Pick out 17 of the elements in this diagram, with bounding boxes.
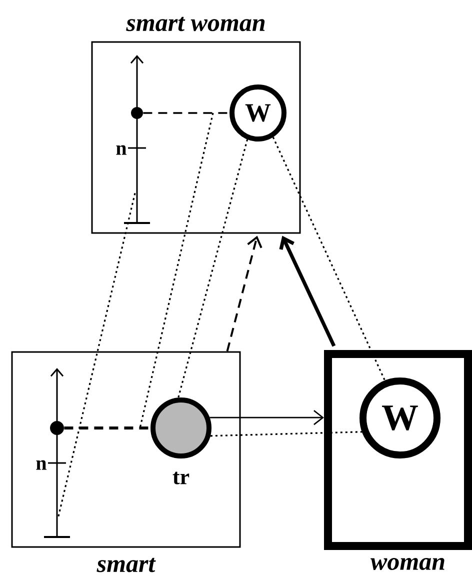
axis-label: n [116, 145, 126, 155]
dashed-arrow [226, 236, 262, 352]
panel-title: woman [370, 558, 444, 570]
axis-label: n [36, 460, 46, 470]
panel-title: smart [96, 558, 156, 572]
point-dot [50, 421, 64, 435]
dotted-line [178, 139, 248, 398]
arrow [210, 410, 324, 426]
dashed-line [64, 426, 150, 430]
panel-title: smart woman [126, 16, 265, 32]
circle-label: tr [172, 472, 190, 484]
point-dot [131, 107, 143, 119]
dashed-line [143, 112, 230, 114]
arrow [279, 236, 336, 347]
dotted-line [272, 136, 386, 381]
dotted-line [210, 431, 362, 437]
dotted-line [57, 193, 136, 518]
